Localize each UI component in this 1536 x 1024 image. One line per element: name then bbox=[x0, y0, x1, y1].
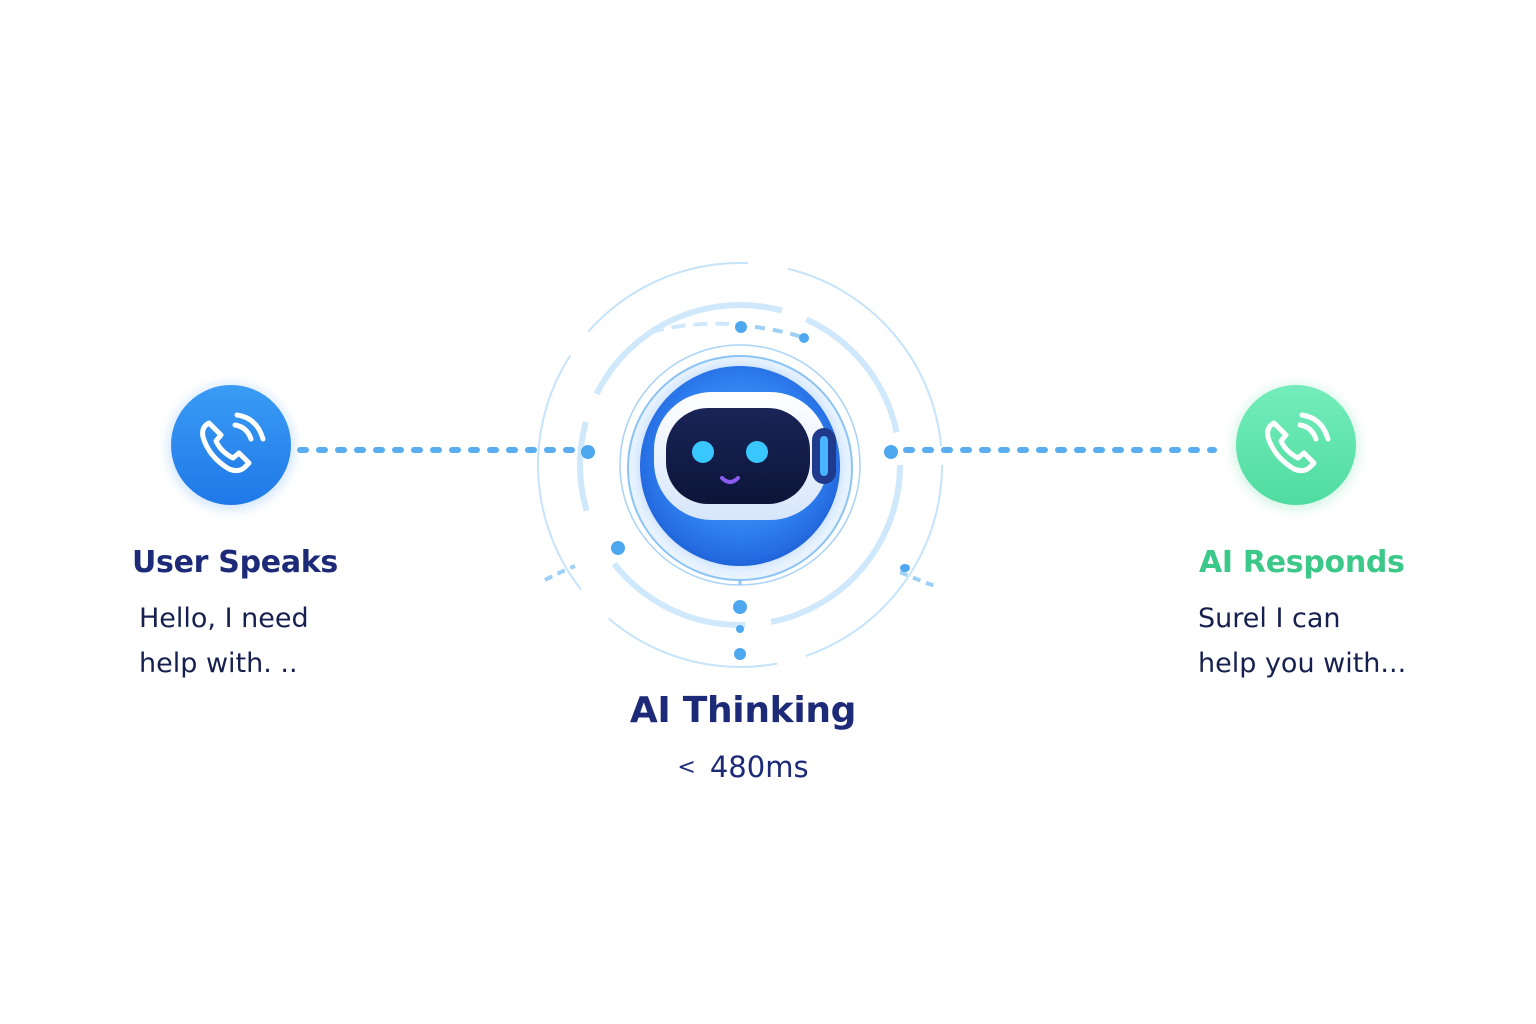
ai-response-text: Surel I can help you with... bbox=[1198, 596, 1406, 686]
latency-less-than-symbol: < bbox=[677, 755, 696, 780]
user-speech-text: Hello, I need help with. .. bbox=[139, 596, 309, 686]
ai-phone-node bbox=[1234, 385, 1358, 509]
phone-call-icon bbox=[1265, 412, 1331, 474]
connector-left bbox=[297, 445, 595, 459]
user-phone-node bbox=[169, 385, 293, 509]
ai-thinking-title: AI Thinking bbox=[629, 690, 857, 731]
user-speaks-title: User Speaks bbox=[132, 545, 338, 580]
robot-icon bbox=[627, 355, 853, 581]
user-speech-line-1: Hello, I need bbox=[139, 603, 309, 634]
user-speech-line-2: help with. .. bbox=[139, 648, 298, 679]
ai-response-line-2: help you with... bbox=[1198, 648, 1407, 679]
ai-response-line-1: Surel I can bbox=[1198, 603, 1341, 634]
orbit-dots bbox=[611, 321, 910, 572]
latency-value: 480ms bbox=[709, 750, 809, 784]
ai-responds-title: AI Responds bbox=[1199, 545, 1405, 580]
phone-call-icon bbox=[200, 412, 266, 474]
connector-right bbox=[884, 445, 1217, 459]
latency-label: <480ms bbox=[543, 750, 943, 784]
